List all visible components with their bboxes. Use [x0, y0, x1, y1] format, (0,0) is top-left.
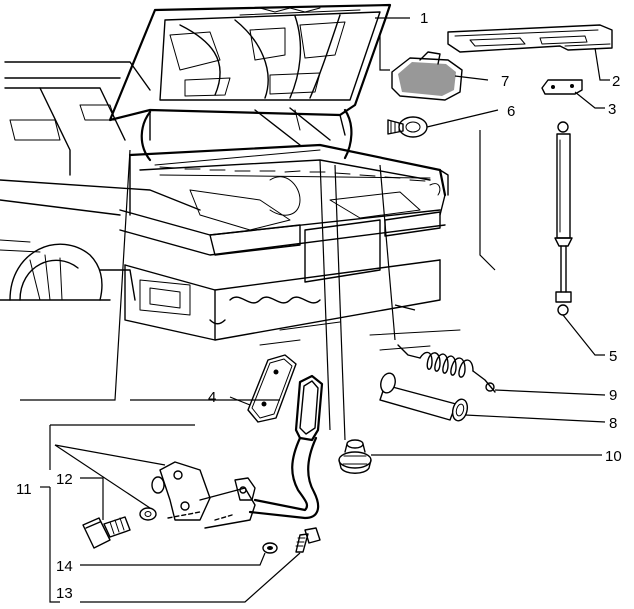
callout-10: 10: [605, 448, 622, 465]
callout-1: 1: [420, 10, 428, 27]
part-10-bump-stop: [338, 439, 372, 474]
trunk-lid: [108, 3, 392, 162]
part-11-hinge-assembly: [151, 374, 324, 529]
callout-14: 14: [56, 558, 73, 575]
part-2-strip: [447, 24, 613, 53]
callout-2: 2: [612, 73, 620, 90]
part-9-spring: [397, 344, 496, 393]
part-14-washer: [262, 542, 278, 554]
callout-7: 7: [501, 73, 509, 90]
part-3-clip: [541, 79, 583, 95]
callout-3: 3: [608, 101, 616, 118]
part-4-hinge-plate: [247, 354, 297, 423]
callout-13: 13: [56, 585, 73, 602]
callout-12: 12: [56, 471, 73, 488]
callout-4: 4: [208, 389, 216, 406]
callout-8: 8: [609, 415, 617, 432]
part-12-bolt: [82, 507, 157, 549]
callout-6: 6: [507, 103, 515, 120]
part-13-screw: [295, 527, 321, 553]
callout-9: 9: [609, 387, 617, 404]
car-body: [0, 61, 461, 351]
part-8-sleeve: [379, 372, 469, 422]
callout-5: 5: [609, 348, 617, 365]
callout-labels: 1 2 3 4 5 6 7 8 9 10 11 12 13 14: [16, 10, 622, 602]
part-5-gas-strut: [554, 121, 573, 316]
leader-lines: [20, 17, 610, 603]
part-6-push-clip: [387, 116, 428, 138]
part-7-pad: [391, 51, 463, 101]
callout-11: 11: [16, 481, 32, 498]
